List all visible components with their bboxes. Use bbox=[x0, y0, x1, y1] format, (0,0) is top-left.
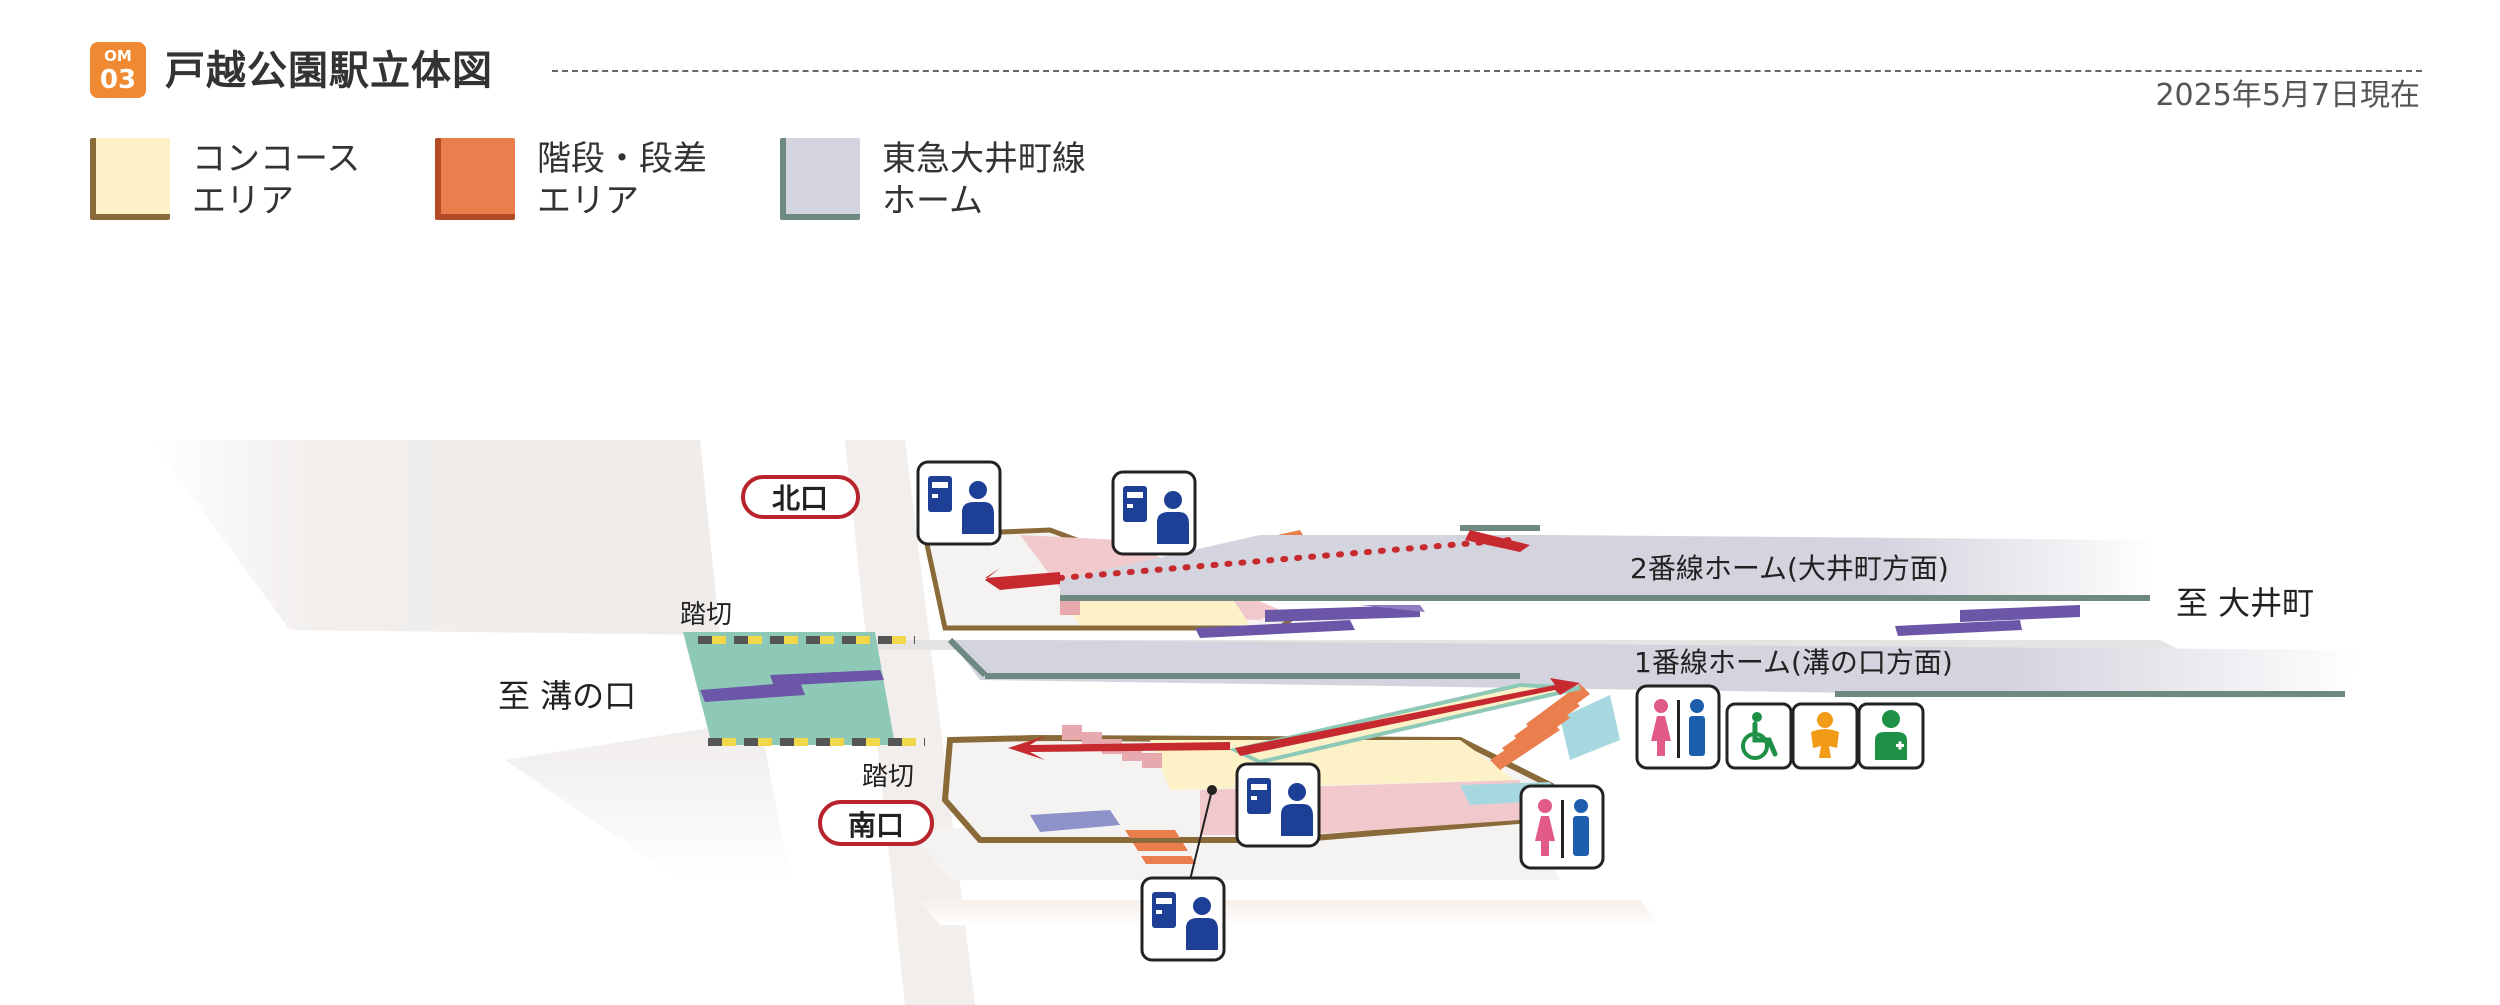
south-elevator bbox=[1030, 810, 1120, 832]
legend-label-line1: コンコース bbox=[192, 139, 361, 179]
south-exit-label: 南口 bbox=[848, 809, 904, 842]
south-exit-pill bbox=[818, 800, 934, 846]
route-arrow-north-east bbox=[1465, 530, 1530, 552]
train-upper-1 bbox=[1265, 605, 1420, 622]
ramp-to-platform-1 bbox=[1228, 682, 1581, 765]
route-dotted-north bbox=[1057, 537, 1513, 581]
north-concourse-yellow bbox=[1060, 595, 1250, 625]
legend-label-stairs: 階段・段差 エリア bbox=[537, 138, 707, 222]
ticket-machine-icon[interactable] bbox=[1111, 470, 1197, 556]
ticket-machine-icon[interactable] bbox=[916, 460, 1002, 546]
train-upper-1-tip bbox=[1360, 605, 1425, 612]
line-code: OM bbox=[104, 47, 132, 65]
platform-2 bbox=[1060, 525, 2155, 601]
ground-shadow bbox=[920, 900, 1660, 925]
train-west-1 bbox=[700, 682, 805, 702]
platform-1 bbox=[947, 637, 2360, 700]
legend-label-line2: ホーム bbox=[882, 181, 983, 221]
ticket-machine-icon[interactable] bbox=[1235, 762, 1321, 848]
north-exit-label: 北口 bbox=[772, 482, 828, 515]
page-title: 戸越公園駅立体図 bbox=[165, 48, 493, 94]
direction-mizonokuchi: 至 溝の口 bbox=[498, 677, 636, 715]
wheelchair-accessible-icon[interactable] bbox=[1725, 702, 1793, 770]
route-arrows bbox=[985, 530, 1580, 760]
legend-swatch-platform bbox=[780, 138, 860, 220]
legend-label-line1: 東急大井町線 bbox=[882, 139, 1086, 179]
train-upper-2 bbox=[1195, 620, 1355, 638]
trains-upper bbox=[1195, 605, 2080, 638]
legend-stairs: 階段・段差 エリア bbox=[435, 138, 755, 228]
north-exit-pill bbox=[741, 475, 860, 519]
platform-1-surface bbox=[950, 640, 2360, 700]
surrounding-roads bbox=[150, 440, 1660, 1005]
legend-label-concourse: コンコース エリア bbox=[192, 138, 360, 222]
south-stairs-east bbox=[1490, 684, 1590, 770]
platform-2-surface bbox=[1060, 535, 2155, 600]
platform-2-label: 2番線ホーム(大井町方面) bbox=[1630, 552, 1949, 585]
direction-oimachi: 至 大井町 bbox=[2176, 584, 2314, 622]
legend-label-line1: 階段・段差 bbox=[537, 139, 707, 179]
south-road bbox=[505, 720, 790, 880]
level-crossing bbox=[683, 632, 925, 746]
crossing-label-north: 踏切 bbox=[680, 600, 732, 630]
train-west-2 bbox=[770, 670, 884, 686]
south-stairs-bottom bbox=[1125, 830, 1196, 864]
ticket-machine-leader-line bbox=[1189, 789, 1213, 881]
train-upper-4 bbox=[1895, 620, 2022, 636]
legend-label-platform: 東急大井町線 ホーム bbox=[882, 138, 1086, 222]
ticket-machine-leader-dot bbox=[1207, 785, 1217, 795]
legend-platform: 東急大井町線 ホーム bbox=[780, 138, 1140, 228]
as-of-date: 2025年5月7日現在 bbox=[2155, 78, 2420, 113]
route-arrow-ramp bbox=[1235, 678, 1580, 756]
train-upper-3 bbox=[1960, 605, 2080, 622]
first-aid-room-icon[interactable] bbox=[1857, 702, 1925, 770]
ticket-machine-icon[interactable] bbox=[1140, 876, 1226, 962]
route-arrow-north-west bbox=[985, 568, 1060, 590]
south-exit[interactable]: 南口 bbox=[818, 800, 934, 846]
route-arrow-south-west bbox=[1008, 736, 1230, 760]
baby-care-icon[interactable] bbox=[1791, 702, 1859, 770]
legend-label-line2: エリア bbox=[192, 181, 294, 221]
legend-swatch-concourse bbox=[90, 138, 170, 220]
restroom-icon[interactable] bbox=[1519, 784, 1605, 870]
platform-1-label: 1番線ホーム(溝の口方面) bbox=[1634, 646, 1953, 679]
station-number: 03 bbox=[99, 65, 137, 95]
legend-concourse: コンコース エリア bbox=[90, 138, 390, 228]
restroom-icon[interactable] bbox=[1635, 684, 1721, 770]
platform-1-west-edge bbox=[947, 637, 988, 678]
station-number-badge: OM 03 bbox=[90, 42, 146, 98]
north-exit[interactable]: 北口 bbox=[741, 475, 860, 519]
platform-1-restroom-area bbox=[1560, 695, 1620, 760]
crossing-label-south: 踏切 bbox=[862, 762, 914, 792]
north-road bbox=[150, 440, 720, 635]
title-divider bbox=[552, 70, 2422, 72]
legend-swatch-stairs bbox=[435, 138, 515, 220]
legend-label-line2: エリア bbox=[537, 181, 639, 221]
